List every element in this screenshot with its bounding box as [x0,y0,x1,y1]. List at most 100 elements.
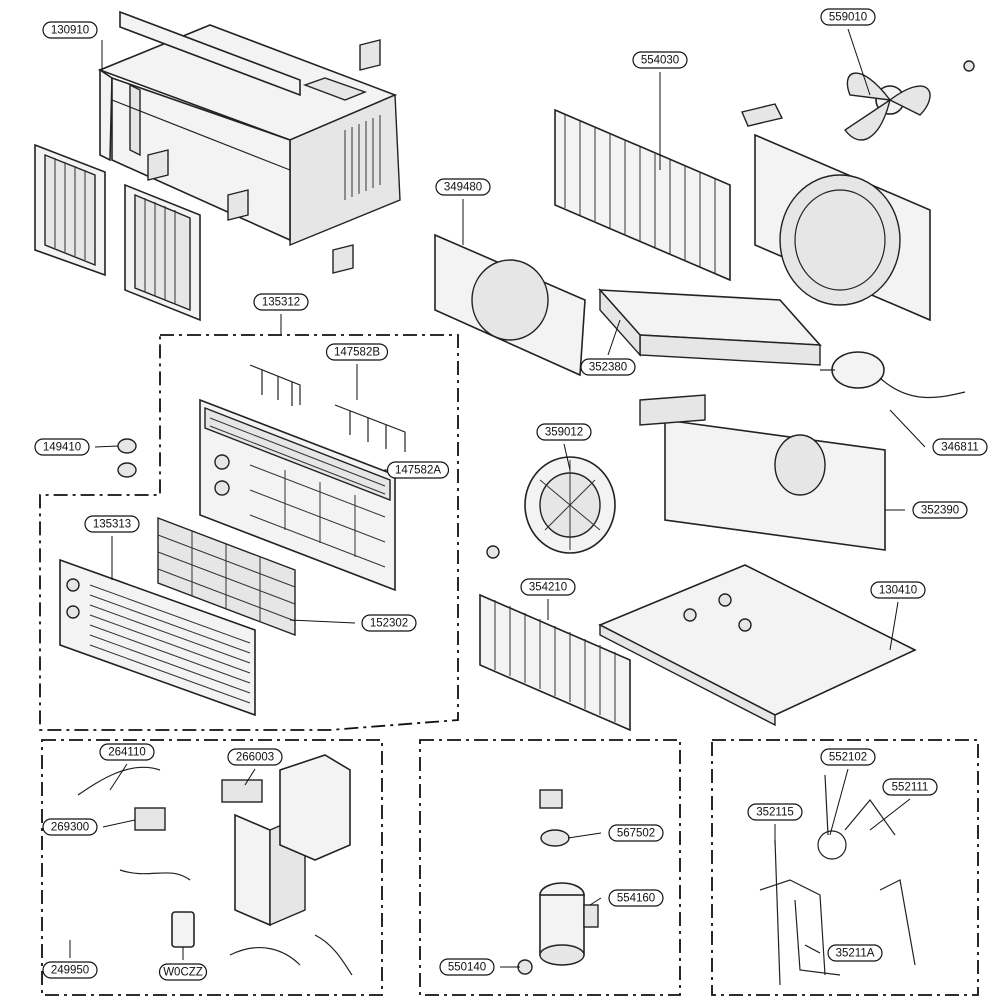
part-number-label: 554160 [617,893,655,905]
part-number-label: 567502 [617,828,655,840]
callout-266003: 266003 [227,748,283,786]
callout-264110: 264110 [99,743,155,791]
part-number-label: 130910 [51,25,89,37]
callout-oval [912,501,968,519]
evaporator-coil [479,593,631,732]
part-number-label: 349480 [444,182,482,194]
mounting-brackets [147,39,381,274]
callout-349480: 349480 [435,178,491,245]
compressor-parts [517,789,599,975]
callout-135313: 135313 [84,515,140,580]
callout-oval [42,818,98,836]
leader-line [869,798,911,831]
blower-nut [486,545,500,559]
leader-line [889,409,926,448]
leader-line [589,897,602,906]
callout-559010: 559010 [820,8,876,96]
base-pan [598,564,917,727]
callout-w0czz: W0CZZ [158,947,208,981]
callout-oval [536,423,592,441]
control-knobs [117,438,137,478]
callout-552102: 552102 [820,748,876,836]
part-number-label: 264110 [108,747,146,759]
part-number-label: 147582A [395,465,441,477]
callout-35211a: 35211A [804,944,883,962]
callout-oval [435,178,491,196]
part-number-label: 130410 [879,585,917,597]
callout-oval [42,961,98,979]
leader-line [607,319,621,356]
callout-135312: 135312 [253,293,309,335]
electrical-parts [77,754,353,976]
part-number-label: 266003 [236,752,274,764]
leader-line [244,768,256,786]
leader-line [829,768,849,836]
part-number-label: 559010 [829,12,867,24]
part-number-label: 352390 [921,505,959,517]
air-filter [157,516,296,637]
callout-oval [820,748,876,766]
callout-oval [361,614,417,632]
part-number-label: 554030 [641,55,679,67]
part-number-label: 135312 [262,297,300,309]
fan-bracket [741,103,784,127]
callout-147582a: 147582A [384,461,450,479]
drain-pan [598,288,822,366]
part-number-label: 354210 [529,582,567,594]
part-number-label: 249950 [51,965,89,977]
condenser-fan [843,72,931,141]
callout-labels: 130910 135312 147582B 149410 147582A 135313 15… [34,8,988,981]
leader-line [889,601,899,651]
callout-352115: 352115 [747,803,803,845]
tubing-parts [759,774,916,986]
electrical-group-outline [41,739,383,996]
front-panel-group-outline [39,334,459,731]
callout-oval [34,438,90,456]
callout-oval [870,581,926,599]
part-number-label: 352115 [756,807,794,819]
callout-oval [84,515,140,533]
callout-oval [820,8,876,26]
callout-554160: 554160 [589,889,664,907]
callout-oval [520,578,576,596]
callout-147582b: 147582B [325,343,389,400]
callout-152302: 152302 [289,614,417,632]
callout-oval [632,51,688,69]
side-curtain-left [34,143,106,277]
callout-oval [253,293,309,311]
callout-oval [608,824,664,842]
callout-352390: 352390 [885,501,968,519]
callout-359012: 359012 [536,423,592,471]
callout-oval [882,778,938,796]
tubing-group-outline [711,739,979,996]
front-panel [59,558,256,717]
air-guide [639,394,886,551]
side-curtain-right [124,183,201,322]
fan-nut-top [963,60,975,72]
orifice-plate [434,233,586,377]
front-grille [199,398,396,592]
louver-set [249,364,406,452]
callout-567502: 567502 [567,824,664,842]
callout-oval [42,21,98,39]
callout-346811: 346811 [889,409,988,456]
callout-oval [227,748,283,766]
part-number-label: 149410 [43,442,81,454]
leader-line [567,832,602,839]
part-number-label: 135313 [93,519,131,531]
callout-oval [325,343,389,361]
compressor-group-outline [419,739,681,996]
callout-oval [747,803,803,821]
callout-550140: 550140 [439,958,520,976]
callout-552111: 552111 [869,778,938,831]
part-number-label: 346811 [941,442,979,454]
part-number-label: 359012 [545,427,583,439]
part-number-label: 35211A [836,948,875,960]
part-number-label: 147582B [334,347,380,359]
part-number-label: 552111 [892,782,929,794]
callout-269300: 269300 [42,818,136,836]
leader-line [804,944,821,954]
part-number-label: 152302 [370,618,408,630]
